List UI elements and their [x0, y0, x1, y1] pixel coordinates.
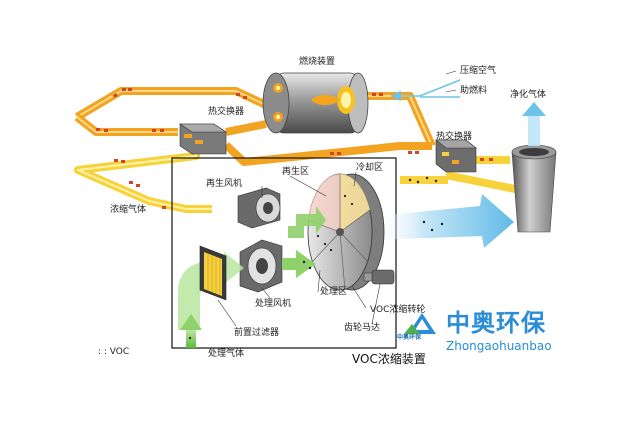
voc-dots-clean-air: [422, 220, 444, 232]
regen-fan: [237, 187, 281, 229]
concentrated-gas-duct: [74, 148, 521, 213]
process-fan-label: 处理风机: [255, 299, 292, 309]
process-gas-flow: [178, 206, 326, 348]
combustion-unit-label: 燃烧装置: [299, 57, 336, 67]
voc-rotor-label: VOC浓缩转轮: [370, 305, 426, 315]
pre-filter-label: 前置过滤器: [234, 328, 280, 338]
device-boundary: [171, 157, 397, 349]
process-fan: [239, 239, 283, 293]
regen-zone-label: 再生区: [282, 167, 310, 177]
heat-exchanger-left-label: 热交换器: [208, 107, 245, 117]
air-fuel-inlet-arrows: [390, 79, 461, 102]
brand-logo-caption: 中奥环保: [397, 334, 422, 341]
combustion-unit: [262, 72, 369, 134]
voc-device-title: VOC浓缩装置: [352, 352, 426, 366]
hot-gas-particles: [96, 88, 419, 155]
regen-fan-label: 再生风机: [206, 179, 243, 189]
pre-filter: [199, 245, 227, 301]
heat-exchanger-left: [179, 123, 227, 155]
brand-name-cn: 中奥环保: [446, 309, 546, 337]
gear-motor: [363, 269, 395, 285]
brand-name-en: Zhongaohuanbao: [446, 339, 552, 353]
compressed-air-label: 压缩空气: [460, 66, 497, 76]
leader-lines: [217, 70, 457, 327]
concentrated-gas-label: 浓缩气体: [110, 205, 147, 215]
voc-dots-yellow-duct: [408, 176, 438, 184]
gear-motor-label: 齿轮马达: [344, 323, 381, 333]
brand-logo-icon: [404, 313, 436, 334]
voc-rotor-wheel: [307, 173, 385, 291]
process-zone-label: 处理区: [320, 287, 348, 297]
voc-legend: : : VOC: [98, 347, 130, 357]
heat-exchanger-right: [435, 139, 477, 173]
process-gas-label: 处理气体: [208, 349, 245, 359]
auxiliary-fuel-label: 助燃料: [460, 86, 488, 96]
concentrated-gas-particles: [114, 158, 493, 209]
hot-gas-duct: [74, 87, 436, 166]
clean-air-arrow: [376, 194, 514, 248]
clean-gas-label: 净化气体: [510, 90, 547, 100]
exhaust-stack: [511, 102, 557, 233]
heat-exchanger-right-label: 热交换器: [436, 132, 473, 142]
cooling-zone-label: 冷却区: [356, 163, 384, 173]
voc-dots-rotor: [316, 194, 354, 252]
